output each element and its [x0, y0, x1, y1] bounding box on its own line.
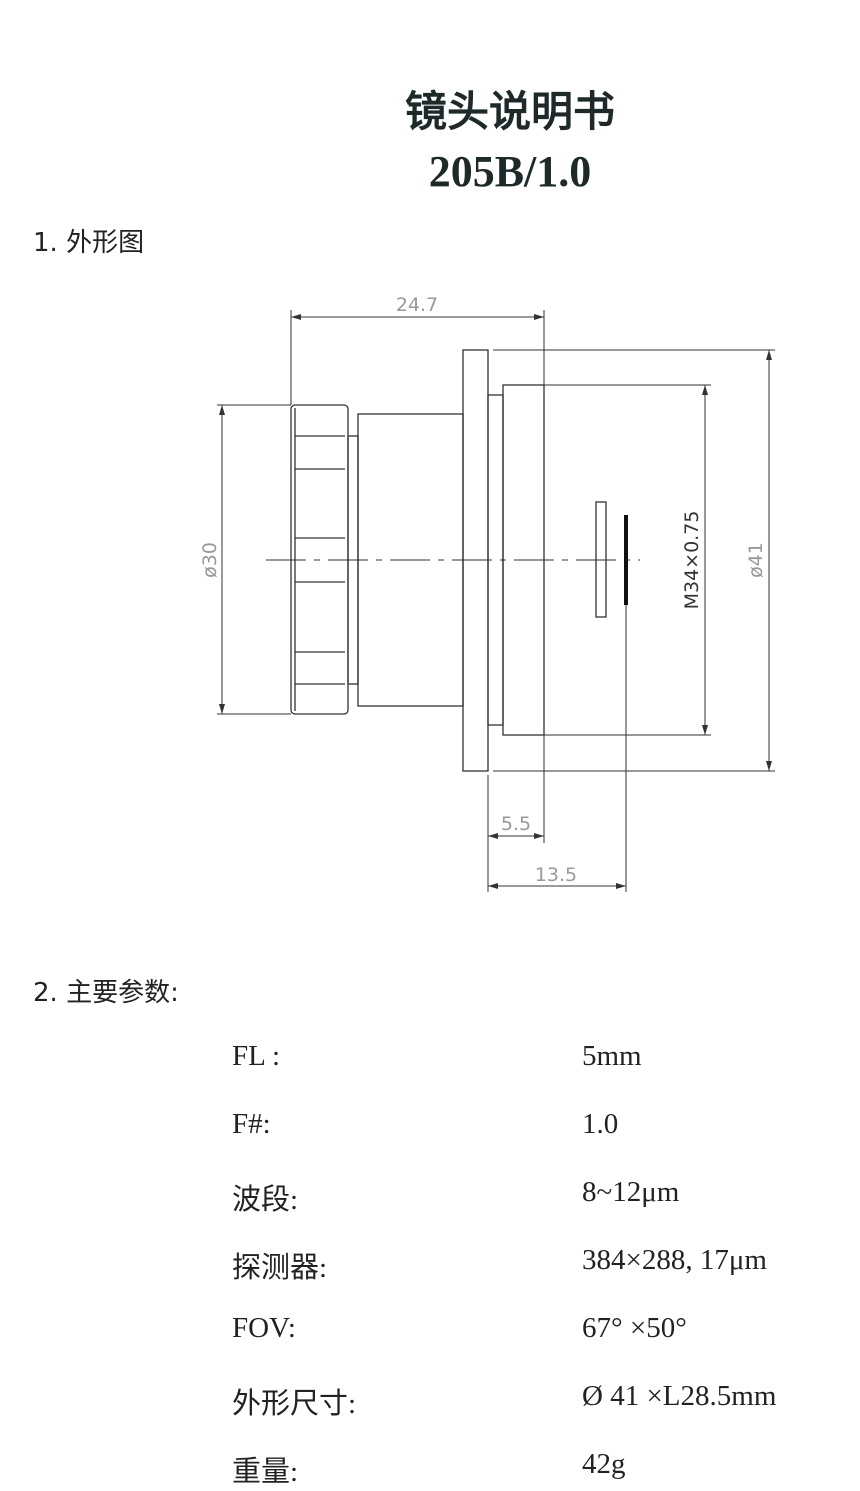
param-value: 1.0	[582, 1108, 619, 1140]
dim-label-30: ø30	[199, 542, 221, 578]
param-value: 42g	[582, 1448, 626, 1480]
extension-lines	[217, 310, 775, 892]
dim-label-5-5: 5.5	[501, 813, 531, 835]
document-title: 镜头说明书	[404, 87, 615, 136]
section-params-heading: 2. 主要参数:	[33, 978, 179, 1008]
param-value: 8~12μm	[582, 1176, 680, 1208]
dim-label-24-7: 24.7	[396, 294, 438, 316]
param-label: 探测器:	[232, 1252, 328, 1284]
param-label: 波段:	[232, 1184, 299, 1216]
dim-label-13-5: 13.5	[535, 864, 577, 886]
param-row: 波段: 8~12μm	[232, 1176, 679, 1218]
param-label: F#:	[232, 1108, 271, 1140]
param-row: FOV: 67° ×50°	[232, 1312, 687, 1345]
param-value: Ø 41 ×L28.5mm	[582, 1380, 777, 1412]
section-outline-heading: 1. 外形图	[33, 228, 145, 258]
lens-outline-drawing: 24.7 ø30 M34×0.75 ø41 5.5 13.5	[199, 294, 775, 892]
param-label: 重量:	[232, 1456, 299, 1488]
param-value: 384×288, 17μm	[582, 1244, 767, 1276]
model-number: 205B/1.0	[428, 147, 592, 196]
dim-label-m34: M34×0.75	[681, 511, 703, 610]
param-row: 外形尺寸: Ø 41 ×L28.5mm	[232, 1380, 776, 1422]
param-value: 67° ×50°	[582, 1312, 687, 1344]
thread-section	[502, 384, 545, 736]
window	[595, 501, 607, 618]
lock-nut	[290, 404, 349, 715]
param-label: FOV:	[232, 1312, 296, 1344]
param-row: 探测器: 384×288, 17μm	[232, 1244, 767, 1286]
param-row: F#: 1.0	[232, 1108, 618, 1141]
param-label: FL :	[232, 1040, 281, 1072]
param-row: 重量: 42g	[232, 1448, 626, 1490]
param-row: FL : 5mm	[232, 1040, 642, 1073]
param-value: 5mm	[582, 1040, 642, 1072]
dim-label-41: ø41	[745, 542, 767, 578]
param-label: 外形尺寸:	[232, 1388, 357, 1420]
